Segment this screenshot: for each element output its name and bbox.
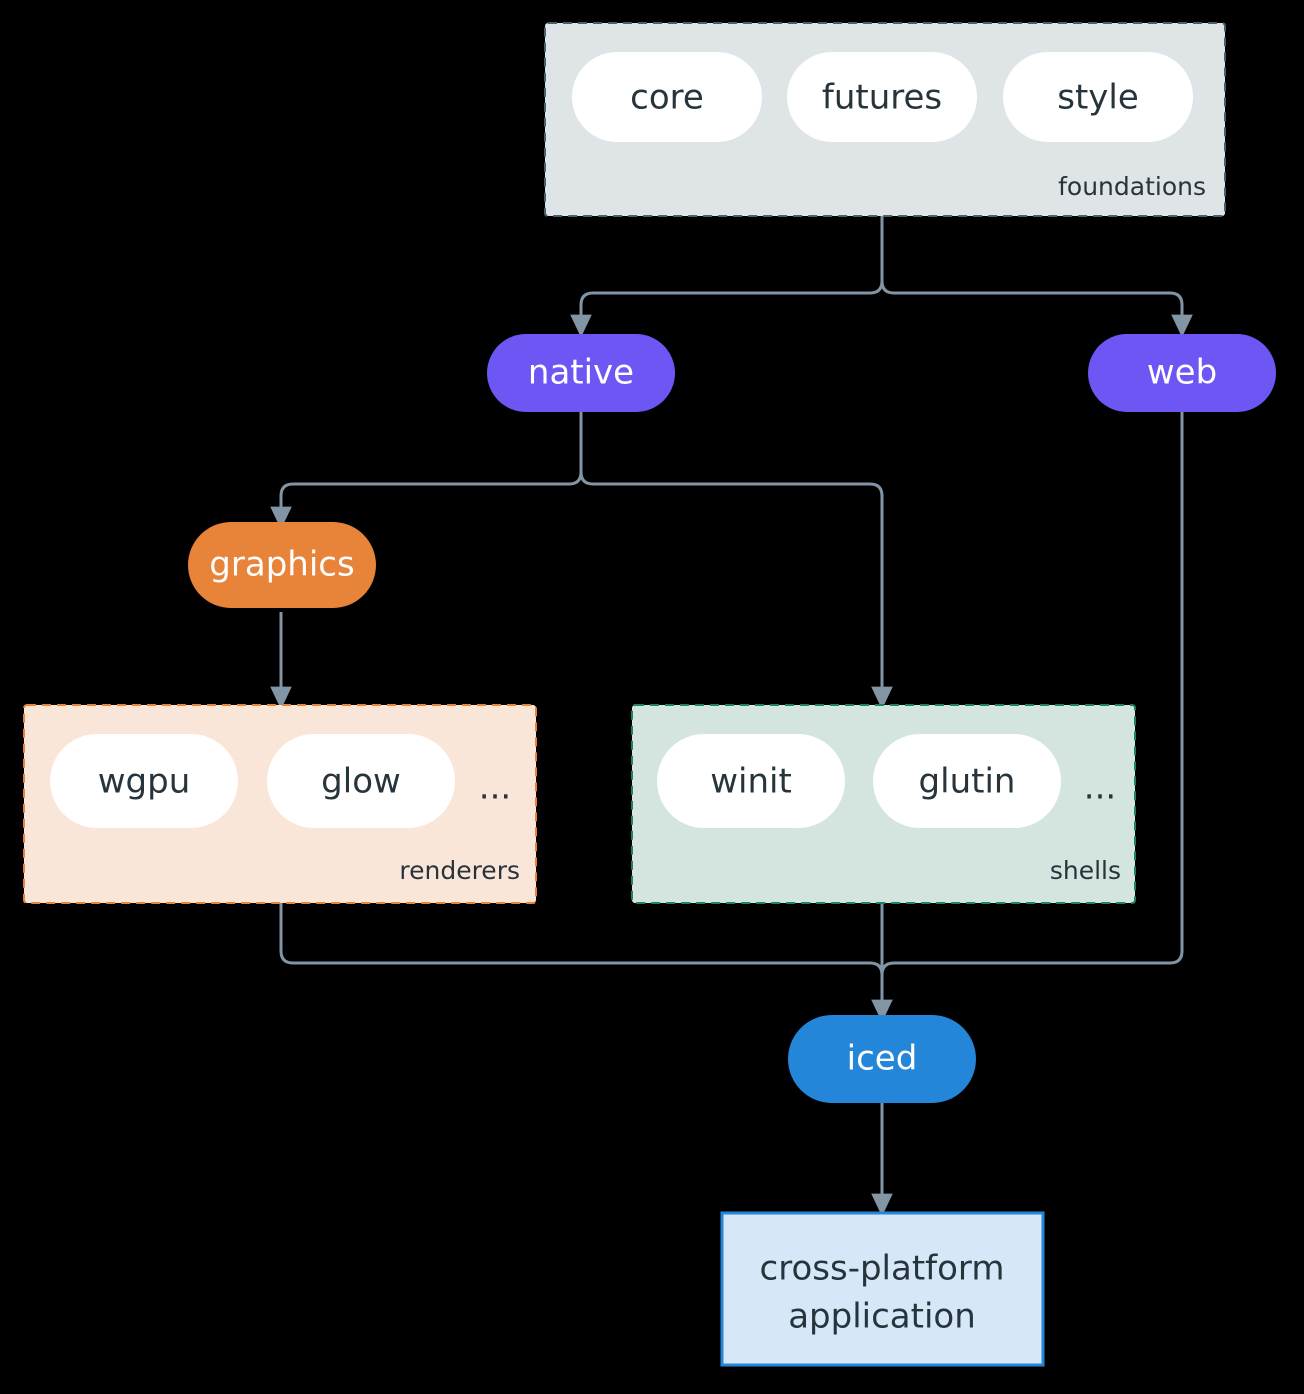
- edge-native-graphics: [270, 412, 583, 530]
- node-iced-label: iced: [847, 1039, 918, 1079]
- leaf-core-label: core: [630, 78, 704, 118]
- edge-web-iced: [880, 412, 1184, 995]
- edge-native-shells: [579, 412, 893, 710]
- cluster-renderers[interactable]: wgpu glow ... renderers: [23, 704, 537, 904]
- leaf-glutin[interactable]: [873, 734, 1061, 828]
- edge-foundations-web: [880, 216, 1193, 338]
- node-web-shape: [1088, 334, 1276, 412]
- cluster-renderers-border: [23, 704, 537, 904]
- cluster-foundations-border: [544, 22, 1226, 217]
- node-web[interactable]: web: [1088, 334, 1276, 412]
- node-iced[interactable]: iced: [788, 1015, 976, 1103]
- edges-layer: [270, 216, 1193, 1217]
- cluster-foundations[interactable]: core futures style foundations: [544, 22, 1226, 217]
- result-box-shape: [720, 1211, 1045, 1367]
- node-graphics[interactable]: graphics: [188, 522, 376, 608]
- node-cross-platform-application[interactable]: cross-platform application: [720, 1211, 1045, 1367]
- leaf-futures[interactable]: [787, 52, 977, 142]
- node-web-label: web: [1147, 353, 1217, 393]
- node-native[interactable]: native: [487, 334, 675, 412]
- leaf-futures-label: futures: [822, 78, 942, 118]
- node-graphics-shape: [188, 522, 376, 608]
- leaf-core[interactable]: [572, 52, 762, 142]
- cluster-foundations-label: foundations: [1058, 172, 1206, 201]
- leaf-wgpu[interactable]: [50, 734, 238, 828]
- leaf-glutin-label: glutin: [919, 762, 1016, 802]
- leaf-winit-label: winit: [710, 762, 792, 802]
- edge-renderers-iced: [279, 903, 884, 995]
- leaf-style[interactable]: [1003, 52, 1193, 142]
- cluster-shells-label: shells: [1050, 856, 1121, 885]
- leaf-style-label: style: [1057, 78, 1139, 118]
- node-native-shape: [487, 334, 675, 412]
- leaf-winit[interactable]: [657, 734, 845, 828]
- cluster-shells[interactable]: winit glutin ... shells: [631, 704, 1136, 904]
- edge-foundations-native: [570, 216, 884, 338]
- leaf-wgpu-label: wgpu: [98, 762, 191, 802]
- node-native-label: native: [528, 353, 634, 393]
- leaf-renderers-ellipsis: ...: [479, 768, 511, 808]
- result-box-line2: application: [788, 1297, 976, 1337]
- leaf-glow[interactable]: [267, 734, 455, 828]
- node-graphics-label: graphics: [209, 545, 354, 585]
- node-iced-shape: [788, 1015, 976, 1103]
- leaf-glow-label: glow: [321, 762, 401, 802]
- cluster-renderers-label: renderers: [399, 856, 520, 885]
- cluster-shells-border: [631, 704, 1136, 904]
- leaf-shells-ellipsis: ...: [1084, 768, 1116, 808]
- result-box-line1: cross-platform: [760, 1249, 1005, 1289]
